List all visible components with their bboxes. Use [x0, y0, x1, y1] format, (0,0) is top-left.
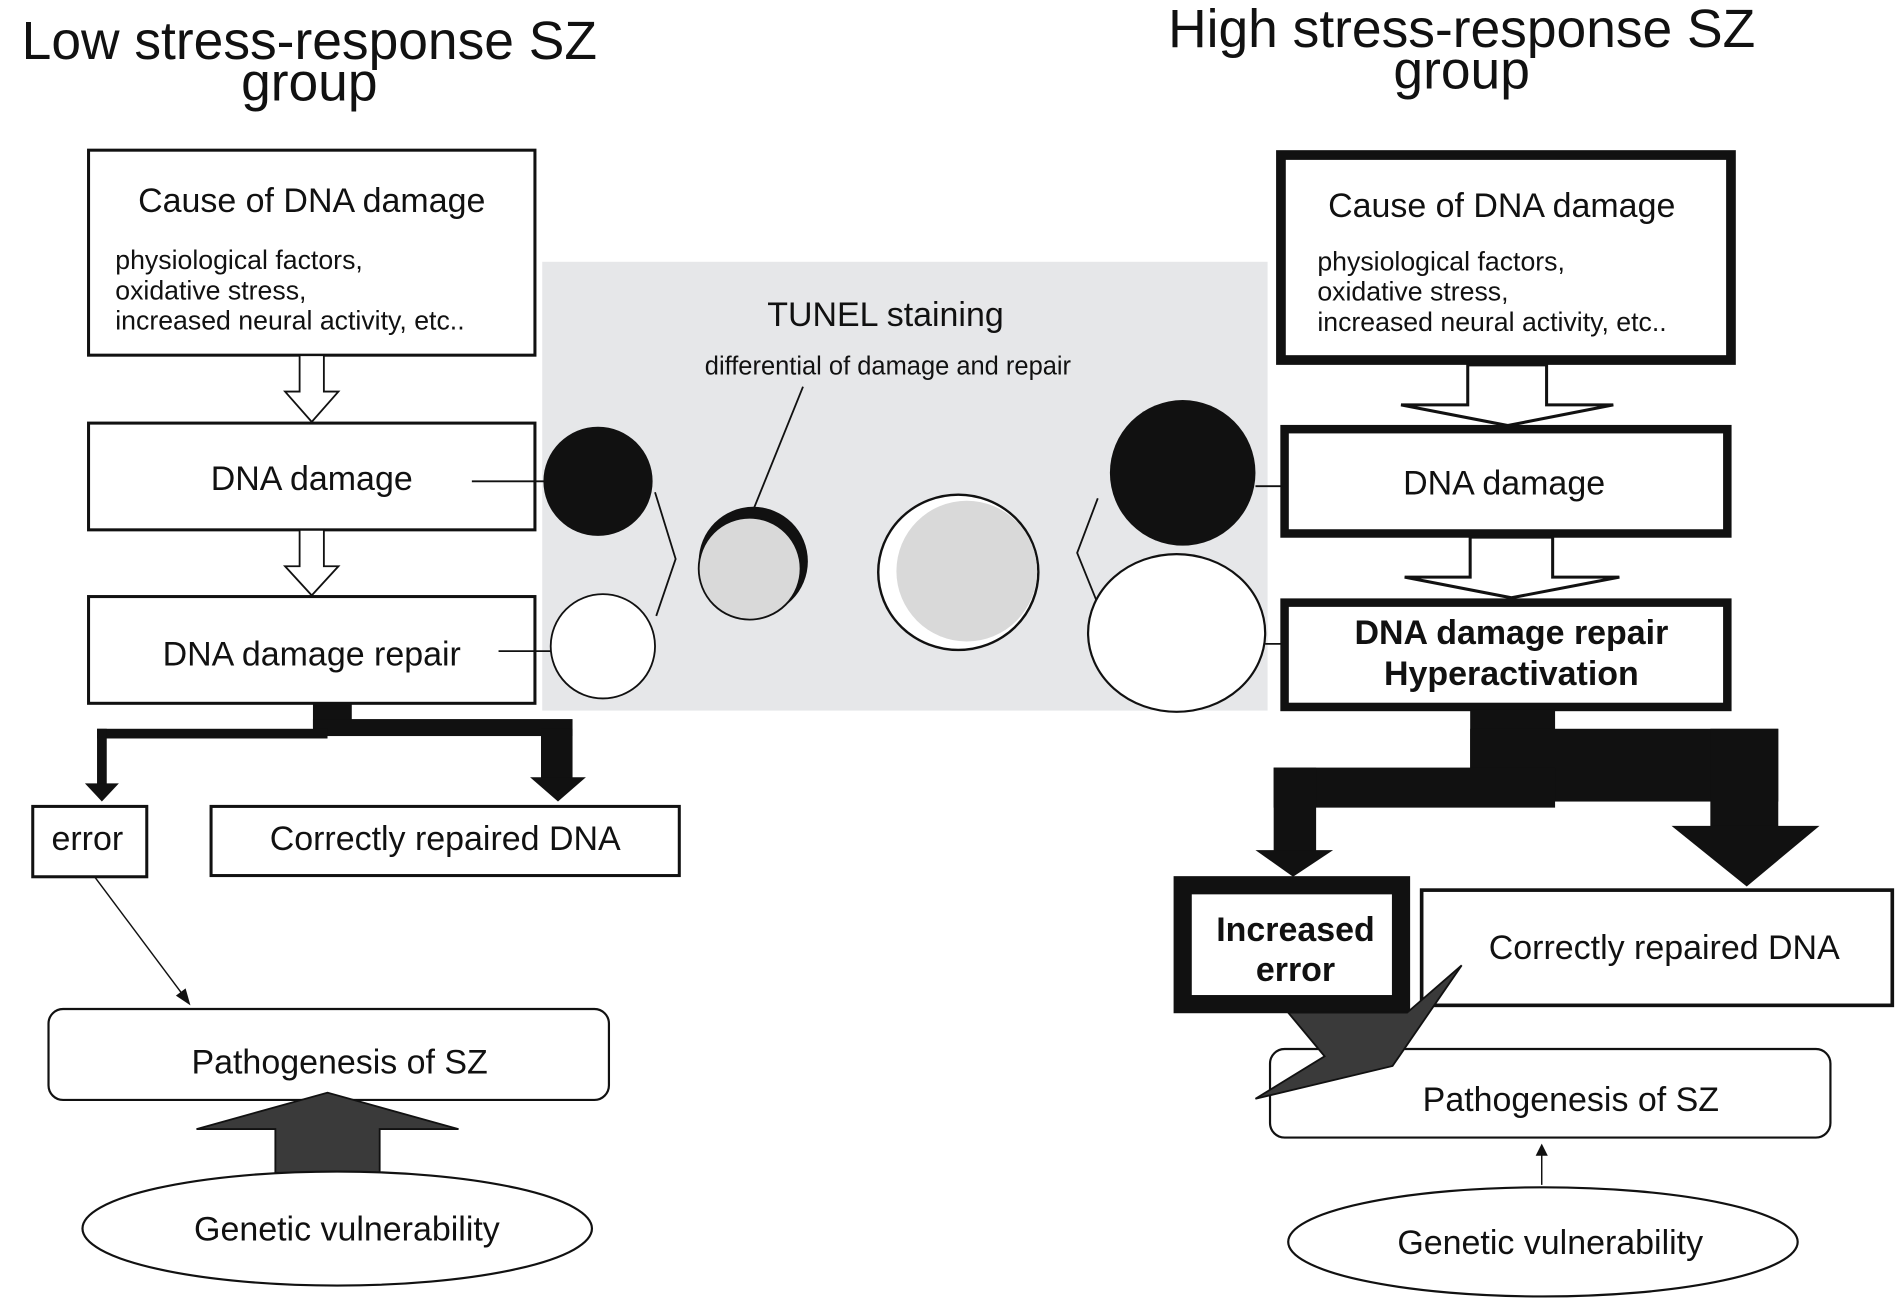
- right-error-box: [1173, 876, 1411, 1014]
- tunel-subtitle: differential of damage and repair: [705, 353, 1072, 381]
- left-cause-item: increased neural activity, etc..: [115, 306, 464, 336]
- left-open-arrow-1: [283, 354, 341, 424]
- left-branch-stem-left: [97, 728, 107, 785]
- right-cause-item: increased neural activity, etc..: [1317, 307, 1666, 337]
- left-repair-circle: [549, 593, 656, 700]
- right-repair-box: [1280, 598, 1732, 712]
- right-repair-label-line1: DNA damage repair: [1354, 614, 1668, 652]
- tunel-title: TUNEL staining: [767, 296, 1004, 334]
- left-cause-item: oxidative stress,: [115, 275, 306, 305]
- right-damage-circle: [1109, 400, 1256, 546]
- left-damage-box: [87, 421, 537, 532]
- right-pathogenesis-label: Pathogenesis of SZ: [1423, 1081, 1719, 1119]
- left-branch-bar-right: [312, 719, 573, 737]
- right-branch-stem-left: [1273, 767, 1317, 853]
- right-cause-item: physiological factors,: [1317, 246, 1565, 276]
- left-repair-box: [87, 595, 537, 705]
- right-damage-label: DNA damage: [1403, 465, 1605, 503]
- right-branch-bar-left: [1273, 767, 1556, 808]
- left-error-label: error: [51, 820, 123, 858]
- left-branch-stem-right: [541, 728, 573, 780]
- left-open-arrow-2: [282, 528, 341, 597]
- right-bracket: [1076, 497, 1099, 605]
- left-correct-label: Correctly repaired DNA: [270, 820, 621, 858]
- right-correct-label: Correctly repaired DNA: [1489, 929, 1840, 967]
- left-genetic-arrow: [196, 1091, 459, 1174]
- left-correct-box: [209, 804, 681, 878]
- left-error-to-pathogenesis-line: [94, 876, 185, 998]
- left-title-line2: group: [241, 53, 377, 112]
- left-error-arrowhead: [175, 988, 191, 1006]
- right-repair-ellipse: [1086, 553, 1267, 713]
- right-arrowhead-correct: [1671, 825, 1820, 887]
- right-genetic-arrowhead: [1535, 1143, 1548, 1156]
- left-cause-title: Cause of DNA damage: [138, 182, 485, 220]
- left-error-box: [31, 804, 149, 879]
- left-cause-box: [87, 148, 537, 357]
- tunel-pointer-line: [751, 386, 804, 514]
- right-error-label-line2: error: [1256, 951, 1335, 989]
- left-branch-bar-left: [97, 728, 328, 739]
- right-arrowhead-error: [1255, 850, 1334, 877]
- left-cause-item: physiological factors,: [115, 245, 363, 275]
- right-title-line2: group: [1393, 41, 1529, 100]
- right-open-arrow-2: [1404, 535, 1620, 600]
- right-correct-box: [1419, 888, 1895, 1008]
- left-arrowhead-correct: [530, 777, 586, 802]
- right-genetic-ellipse: [1287, 1186, 1799, 1298]
- left-damage-circle: [543, 426, 653, 536]
- left-damage-label: DNA damage: [211, 460, 413, 498]
- right-cause-title: Cause of DNA damage: [1328, 187, 1675, 225]
- left-repair-label: DNA damage repair: [163, 636, 461, 674]
- left-pathogenesis-label: Pathogenesis of SZ: [191, 1043, 487, 1081]
- right-stain-inner: [896, 500, 1038, 642]
- right-genetic-label: Genetic vulnerability: [1397, 1224, 1703, 1262]
- right-repair-label-line2: Hyperactivation: [1384, 655, 1639, 693]
- right-error-label-line1: Increased: [1216, 911, 1375, 949]
- right-branch-stem-right: [1710, 728, 1779, 829]
- left-genetic-label: Genetic vulnerability: [194, 1211, 500, 1249]
- left-genetic-ellipse: [81, 1170, 594, 1287]
- right-cause-item: oxidative stress,: [1317, 277, 1508, 307]
- right-open-arrow-1: [1400, 363, 1614, 428]
- right-title-line1: High stress-response SZ: [1168, 0, 1755, 59]
- left-bracket: [654, 491, 677, 617]
- right-error-to-pathogenesis-arrow: [1254, 964, 1463, 1100]
- left-title-line1: Low stress-response SZ: [22, 12, 597, 71]
- right-cause-box: [1276, 150, 1736, 365]
- left-stain-circle: [697, 516, 802, 621]
- right-damage-box: [1280, 424, 1732, 538]
- left-arrowhead-error: [84, 783, 119, 802]
